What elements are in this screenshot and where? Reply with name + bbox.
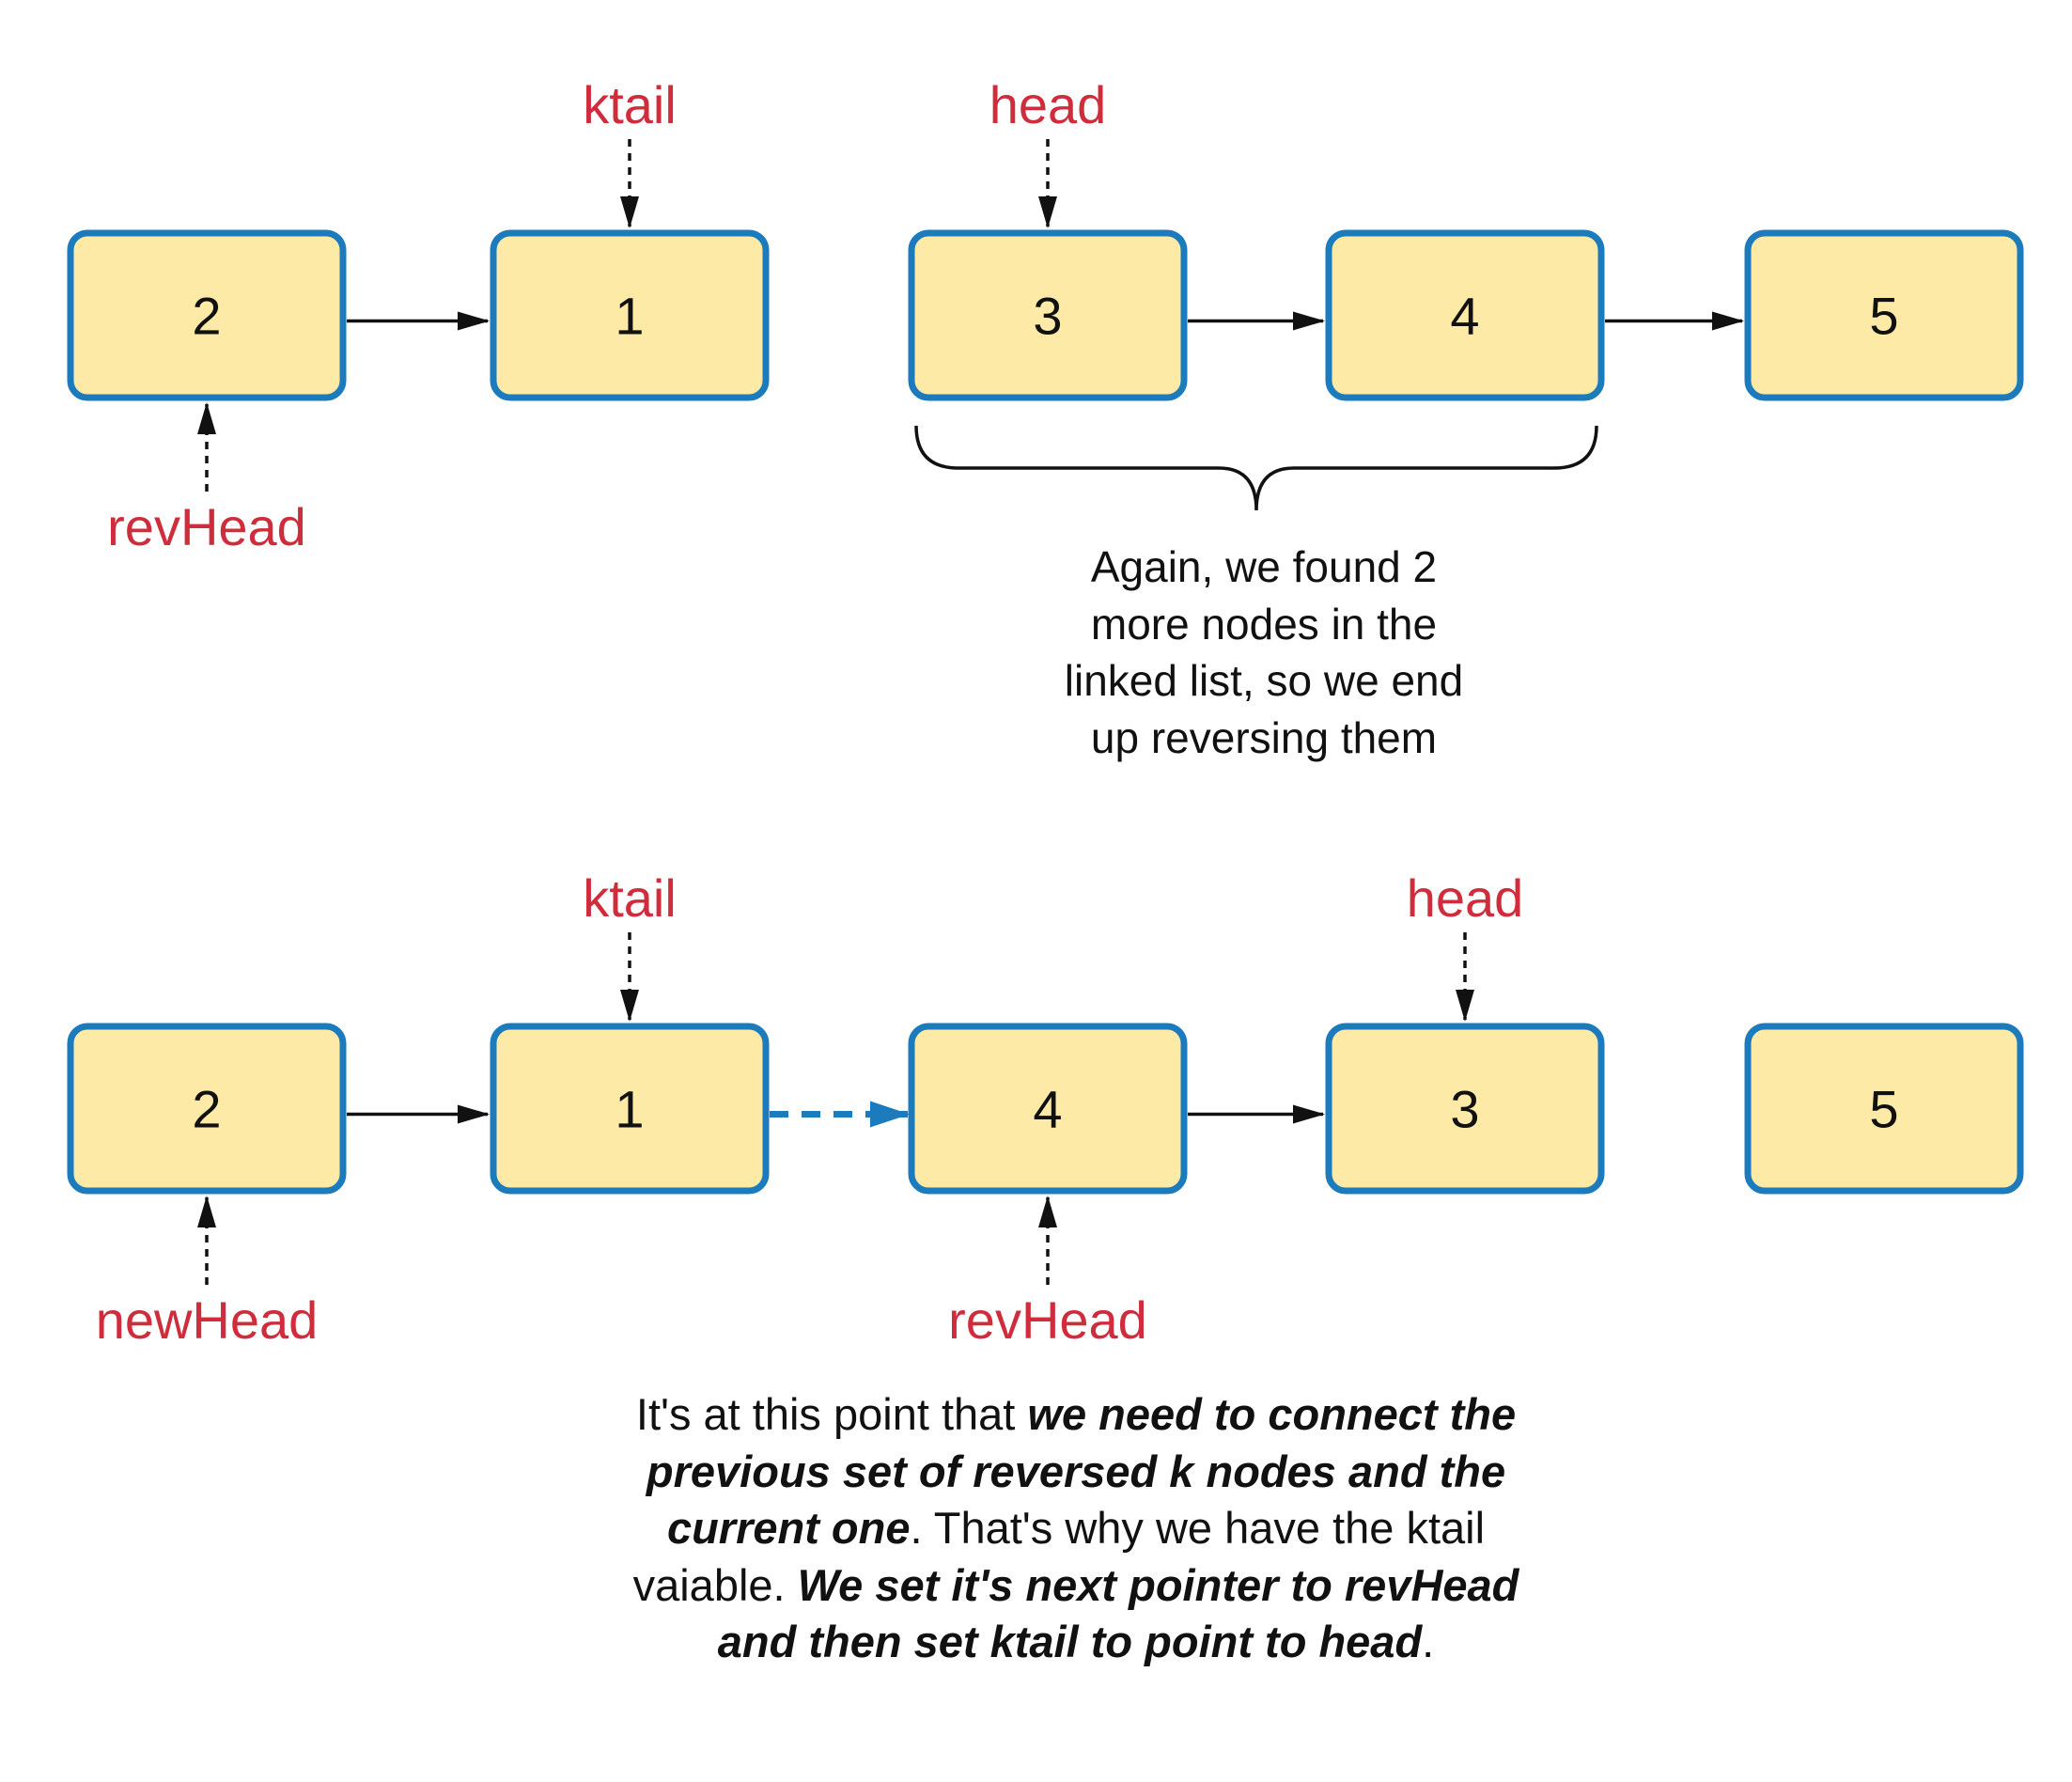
pointer-label: ktail [583,868,677,928]
node-value: 3 [1450,1080,1479,1139]
pointer-label: head [1407,868,1524,928]
list-node-box [490,1023,770,1195]
list-node-box [67,229,347,401]
list-node-box [908,229,1188,401]
caption-text: vaiable. [632,1559,798,1610]
node-value: 2 [192,1080,221,1139]
list-node-box [490,229,770,401]
pointer-label: revHead [107,497,306,556]
node-value: 4 [1033,1080,1062,1139]
caption-emphasis: and then set ktail to point to head [717,1617,1423,1666]
bottom-linked-list: 2 1 4 3 5 ktail head newHead revHead [67,868,2024,1350]
pointer-label: head [989,75,1107,134]
bottom-caption-line-4: vaiable. We set it's next pointer to rev… [526,1557,1626,1615]
pointer-label: ktail [583,75,677,134]
caption-text: . That's why we have the ktail [910,1503,1486,1553]
bottom-caption-line-2: previous set of reversed k nodes and the [526,1444,1626,1501]
caption-emphasis: we need to connect the [1027,1389,1517,1439]
node-value: 1 [615,287,644,346]
top-caption-line: Again, we found 2 [1090,542,1438,591]
bottom-caption-line-1: It's at this point that we need to conne… [526,1386,1626,1444]
top-linked-list: 2 1 3 4 5 ktail head revHead [67,75,2024,556]
list-node-box [1325,229,1605,401]
caption-text: It's at this point that [635,1389,1028,1439]
list-node-box [1325,1023,1605,1195]
list-node-box [908,1023,1188,1195]
bottom-caption-line-5: and then set ktail to point to head. [526,1614,1626,1671]
group-brace [914,425,1598,511]
top-caption: Again, we found 2 more nodes in the link… [1015,539,1513,766]
caption-emphasis: previous set of reversed k nodes and the [646,1446,1506,1496]
top-caption-line: up reversing them [1090,712,1438,762]
pointer-label: newHead [96,1290,319,1350]
list-node-box [1744,1023,2024,1195]
caption-emphasis: We set it's next pointer to revHead [797,1559,1519,1610]
node-value: 5 [1869,287,1898,346]
top-caption-line: more nodes in the [1090,599,1438,649]
bottom-caption-line-3: current one. That's why we have the ktai… [526,1500,1626,1557]
node-value: 1 [615,1080,644,1139]
node-value: 4 [1450,287,1479,346]
pointer-label: revHead [948,1290,1147,1350]
node-value: 2 [192,287,221,346]
caption-text: . [1422,1617,1435,1666]
top-caption-line: linked list, so we end [1064,656,1464,705]
caption-emphasis: current one [666,1503,911,1553]
node-value: 3 [1033,287,1062,346]
list-node-box [1744,229,2024,401]
node-value: 5 [1869,1080,1898,1139]
bottom-caption: It's at this point that we need to conne… [526,1386,1626,1671]
list-node-box [67,1023,347,1195]
